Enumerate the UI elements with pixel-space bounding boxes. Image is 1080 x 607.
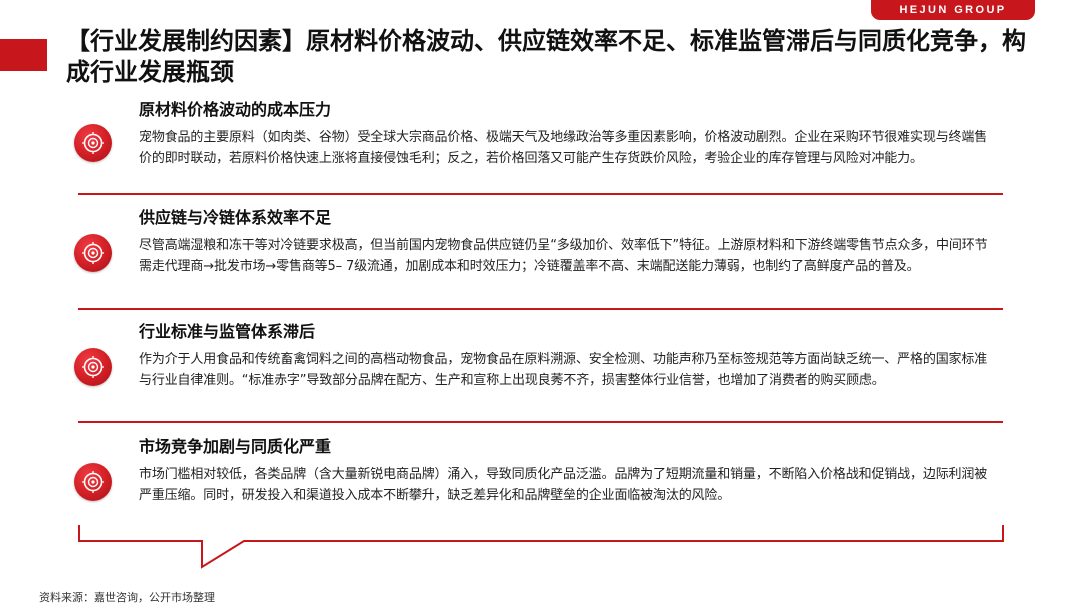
item-description: 作为介于人用食品和传统畜禽饲料之间的高档动物食品，宠物食品在原料溯源、安全检测、… (139, 352, 988, 388)
item-title: 供应链与冷链体系效率不足 (139, 208, 332, 227)
item-title: 原材料价格波动的成本压力 (139, 100, 332, 119)
target-icon (74, 348, 112, 386)
title-accent-bar (0, 39, 47, 71)
divider (78, 421, 1003, 423)
target-icon (74, 124, 112, 162)
item-description: 市场门槛相对较低，各类品牌（含大量新锐电商品牌）涌入，导致同质化产品泛滥。品牌为… (139, 467, 988, 503)
brand-logo: HEJUN GROUP (871, 0, 1035, 20)
divider (78, 308, 1003, 310)
item-title: 行业标准与监管体系滞后 (139, 322, 316, 341)
item-title: 市场竞争加剧与同质化严重 (139, 437, 332, 456)
brand-name: HEJUN GROUP (899, 4, 1007, 16)
target-icon (74, 234, 112, 272)
source-note: 资料来源：嘉世咨询，公开市场整理 (39, 591, 215, 604)
page-title: 【行业发展制约因素】原材料价格波动、供应链效率不足、标准监管滞后与同质化竞争，构… (66, 27, 1026, 86)
target-icon (74, 463, 112, 501)
item-description: 尽管高端湿粮和冻干等对冷链要求极高，但当前国内宠物食品供应链仍呈“多级加价、效率… (139, 238, 988, 274)
item-description: 宠物食品的主要原料（如肉类、谷物）受全球大宗商品价格、极端天气及地缘政治等多重因… (139, 130, 988, 166)
callout-frame (78, 525, 1004, 569)
divider (78, 193, 1003, 195)
